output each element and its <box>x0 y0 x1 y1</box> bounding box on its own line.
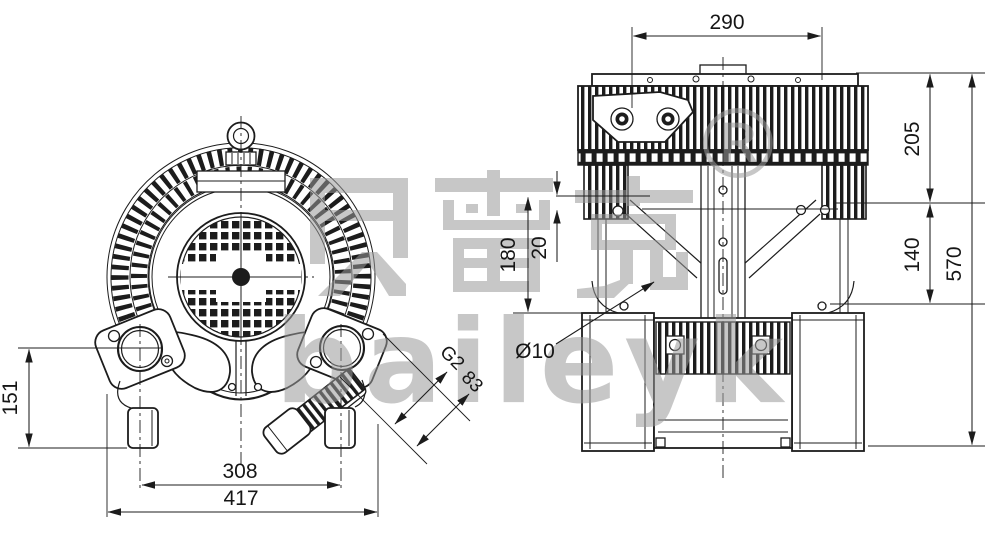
dim-140-label: 140 <box>901 237 924 272</box>
dim-290-label: 290 <box>709 11 744 34</box>
dim-180-label: 180 <box>497 237 520 272</box>
watermark-cn-glyphs <box>310 170 693 298</box>
dim-151-label: 151 <box>0 380 22 415</box>
dim-308-label: 308 <box>222 460 257 483</box>
dim-570-label: 570 <box>943 246 966 281</box>
dim-20-label: 20 <box>528 236 551 259</box>
mid-section <box>583 164 867 323</box>
dim-205-label: 205 <box>901 121 924 156</box>
front-feet <box>127 407 356 449</box>
watermark-registered-icon: ® <box>690 89 786 201</box>
dim-hole-label: Ø10 <box>515 340 555 363</box>
watermark-latin-text: baileyk <box>275 295 789 430</box>
foot-hole-left <box>619 301 629 311</box>
port-flange-right <box>296 307 388 408</box>
front-view <box>94 116 388 492</box>
watermark: ® baileyk <box>275 89 789 430</box>
dim-417-label: 417 <box>223 487 258 510</box>
foot-hole-right <box>817 301 827 311</box>
muffler <box>262 367 367 455</box>
side-view <box>577 57 869 480</box>
